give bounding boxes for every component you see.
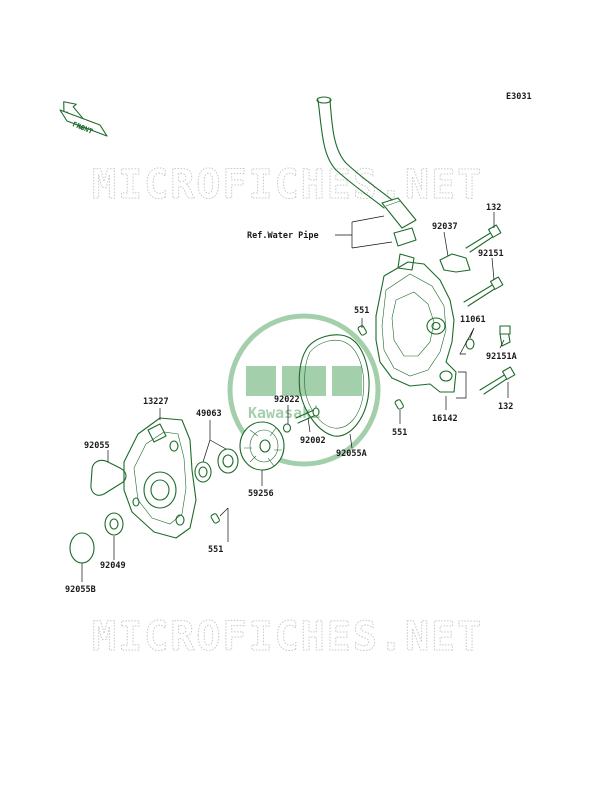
- label-92037: 92037: [432, 222, 458, 232]
- label-132-top: 132: [486, 203, 501, 213]
- label-92151a: 92151A: [486, 352, 517, 362]
- impeller-59256: [239, 421, 285, 471]
- label-92049: 92049: [100, 561, 126, 571]
- bolt-132-bottom: [479, 366, 516, 395]
- bolt-92002: [295, 407, 320, 424]
- diagram-code: E3031: [506, 92, 532, 102]
- dowel-pin-551-top: [357, 325, 367, 336]
- water-pump-cover: [375, 253, 457, 393]
- bracket-92037: [439, 253, 471, 273]
- label-551-bottom: 551: [208, 545, 223, 555]
- front-arrow-icon: FRONT: [59, 101, 108, 137]
- bolt-92151: [463, 276, 504, 307]
- o-ring-92055b: [69, 532, 95, 564]
- washer-92022: [282, 423, 292, 433]
- watermark-top: MICROFICHES.NET: [92, 162, 483, 208]
- label-16142: 16142: [432, 414, 458, 424]
- washer-11061: [465, 338, 475, 350]
- label-92055a: 92055A: [336, 449, 367, 459]
- label-132-bottom: 132: [498, 402, 513, 412]
- label-551-top: 551: [354, 306, 369, 316]
- dowel-pin-551-right: [394, 399, 404, 410]
- bolt-92151a: [499, 325, 511, 347]
- label-11061: 11061: [460, 315, 486, 325]
- label-92055b: 92055B: [65, 585, 96, 595]
- water-pipe-hose: [316, 96, 417, 247]
- oil-seal-92049: [104, 512, 124, 536]
- gasket-92055a: [298, 334, 370, 437]
- label-59256: 59256: [248, 489, 274, 499]
- logo-text: Kawasaki: [248, 404, 320, 422]
- label-92151: 92151: [478, 249, 504, 259]
- label-ref-water-pipe: Ref.Water Pipe: [247, 230, 319, 241]
- leader-lines: [81, 212, 509, 582]
- o-ring-92055: [90, 459, 127, 496]
- mechanical-seal-49063: [194, 448, 239, 483]
- dowel-pin-551-bottom: [210, 513, 220, 524]
- label-92022: 92022: [274, 395, 300, 405]
- kawasaki-logo-watermark: Kawasaki: [227, 313, 381, 467]
- watermark-bottom: MICROFICHES.NET: [92, 614, 483, 660]
- label-92002: 92002: [300, 436, 326, 446]
- bolt-132-top: [465, 224, 502, 253]
- label-92055: 92055: [84, 441, 110, 451]
- pump-body-13227: [123, 417, 197, 539]
- label-551-right: 551: [392, 428, 407, 438]
- label-49063: 49063: [196, 409, 222, 419]
- label-13227: 13227: [143, 397, 169, 407]
